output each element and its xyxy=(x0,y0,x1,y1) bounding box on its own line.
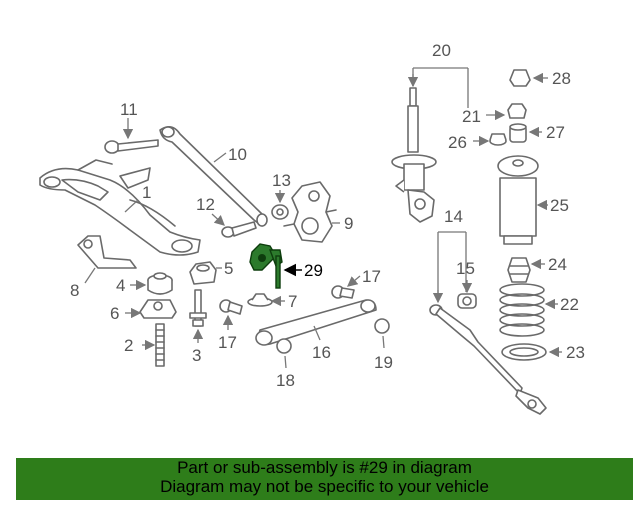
part-13-bushing[interactable] xyxy=(271,204,289,220)
part-24-bump-stop[interactable] xyxy=(507,257,531,283)
label-28: 28 xyxy=(552,69,571,88)
part-17-bolt-left[interactable] xyxy=(219,299,243,315)
part-23-spring-seat[interactable] xyxy=(501,343,547,361)
part-6-bracket[interactable] xyxy=(139,299,177,319)
label-25: 25 xyxy=(550,196,569,215)
label-17-right: 17 xyxy=(362,267,381,286)
label-18: 18 xyxy=(276,371,295,390)
part-22-coil-spring[interactable] xyxy=(499,283,545,337)
label-29-highlighted: 29 xyxy=(304,261,323,280)
part-28-cap[interactable] xyxy=(509,69,531,87)
label-5: 5 xyxy=(224,259,233,278)
part-16-lateral-link[interactable] xyxy=(255,299,377,346)
label-17-left: 17 xyxy=(218,333,237,352)
label-27: 27 xyxy=(546,123,565,142)
label-15: 15 xyxy=(456,259,475,278)
part-10-control-arm[interactable] xyxy=(159,126,268,227)
part-27-bushing[interactable] xyxy=(509,123,527,143)
label-24: 24 xyxy=(548,255,567,274)
label-20: 20 xyxy=(432,41,451,60)
label-12: 12 xyxy=(196,195,215,214)
label-19: 19 xyxy=(374,353,393,372)
part-21-nut[interactable] xyxy=(507,103,527,119)
part-15-bushing[interactable] xyxy=(457,293,477,309)
part-5-mount[interactable] xyxy=(189,261,217,285)
banner-line-2: Diagram may not be specific to your vehi… xyxy=(160,477,489,496)
label-14: 14 xyxy=(444,207,463,226)
label-1: 1 xyxy=(142,183,151,202)
label-6: 6 xyxy=(110,304,119,323)
part-20-strut[interactable] xyxy=(391,87,437,223)
label-4: 4 xyxy=(116,276,125,295)
part-9-knuckle[interactable] xyxy=(283,181,337,243)
part-3-bolt[interactable] xyxy=(189,289,207,327)
part-17-bolt-right[interactable] xyxy=(331,285,355,299)
label-2: 2 xyxy=(124,336,133,355)
suspension-parts-diagram: 1 2 3 4 5 6 7 8 9 10 11 12 13 14 15 16 1… xyxy=(39,41,585,415)
part-18-bushing[interactable] xyxy=(276,338,292,354)
part-29-highlighted-bracket[interactable] xyxy=(249,243,283,289)
label-9: 9 xyxy=(344,214,353,233)
label-21: 21 xyxy=(462,107,481,126)
label-8: 8 xyxy=(70,281,79,300)
label-26: 26 xyxy=(448,133,467,152)
part-12-bolt[interactable] xyxy=(221,221,257,238)
part-2-stud[interactable] xyxy=(155,323,165,367)
label-23: 23 xyxy=(566,343,585,362)
part-26-nut[interactable] xyxy=(489,133,507,146)
banner-line-1: Part or sub-assembly is #29 in diagram xyxy=(177,458,472,477)
label-16: 16 xyxy=(312,343,331,362)
part-4-bushing[interactable] xyxy=(147,272,173,295)
part-7-washer[interactable] xyxy=(247,293,273,307)
part-11-bolt[interactable] xyxy=(104,139,159,154)
part-25-mount-boot[interactable] xyxy=(497,155,539,245)
label-11: 11 xyxy=(120,100,138,119)
label-10: 10 xyxy=(228,145,247,164)
part-19-bushing[interactable] xyxy=(374,318,390,334)
part-1-crossmember[interactable] xyxy=(39,159,201,256)
label-3: 3 xyxy=(192,346,201,365)
label-22: 22 xyxy=(560,295,579,314)
part-8-bracket-plate[interactable] xyxy=(77,235,137,269)
label-13: 13 xyxy=(272,171,291,190)
label-7: 7 xyxy=(288,292,297,311)
info-banner: Part or sub-assembly is #29 in diagram D… xyxy=(16,458,633,500)
part-14-trailing-rod[interactable] xyxy=(429,304,547,415)
